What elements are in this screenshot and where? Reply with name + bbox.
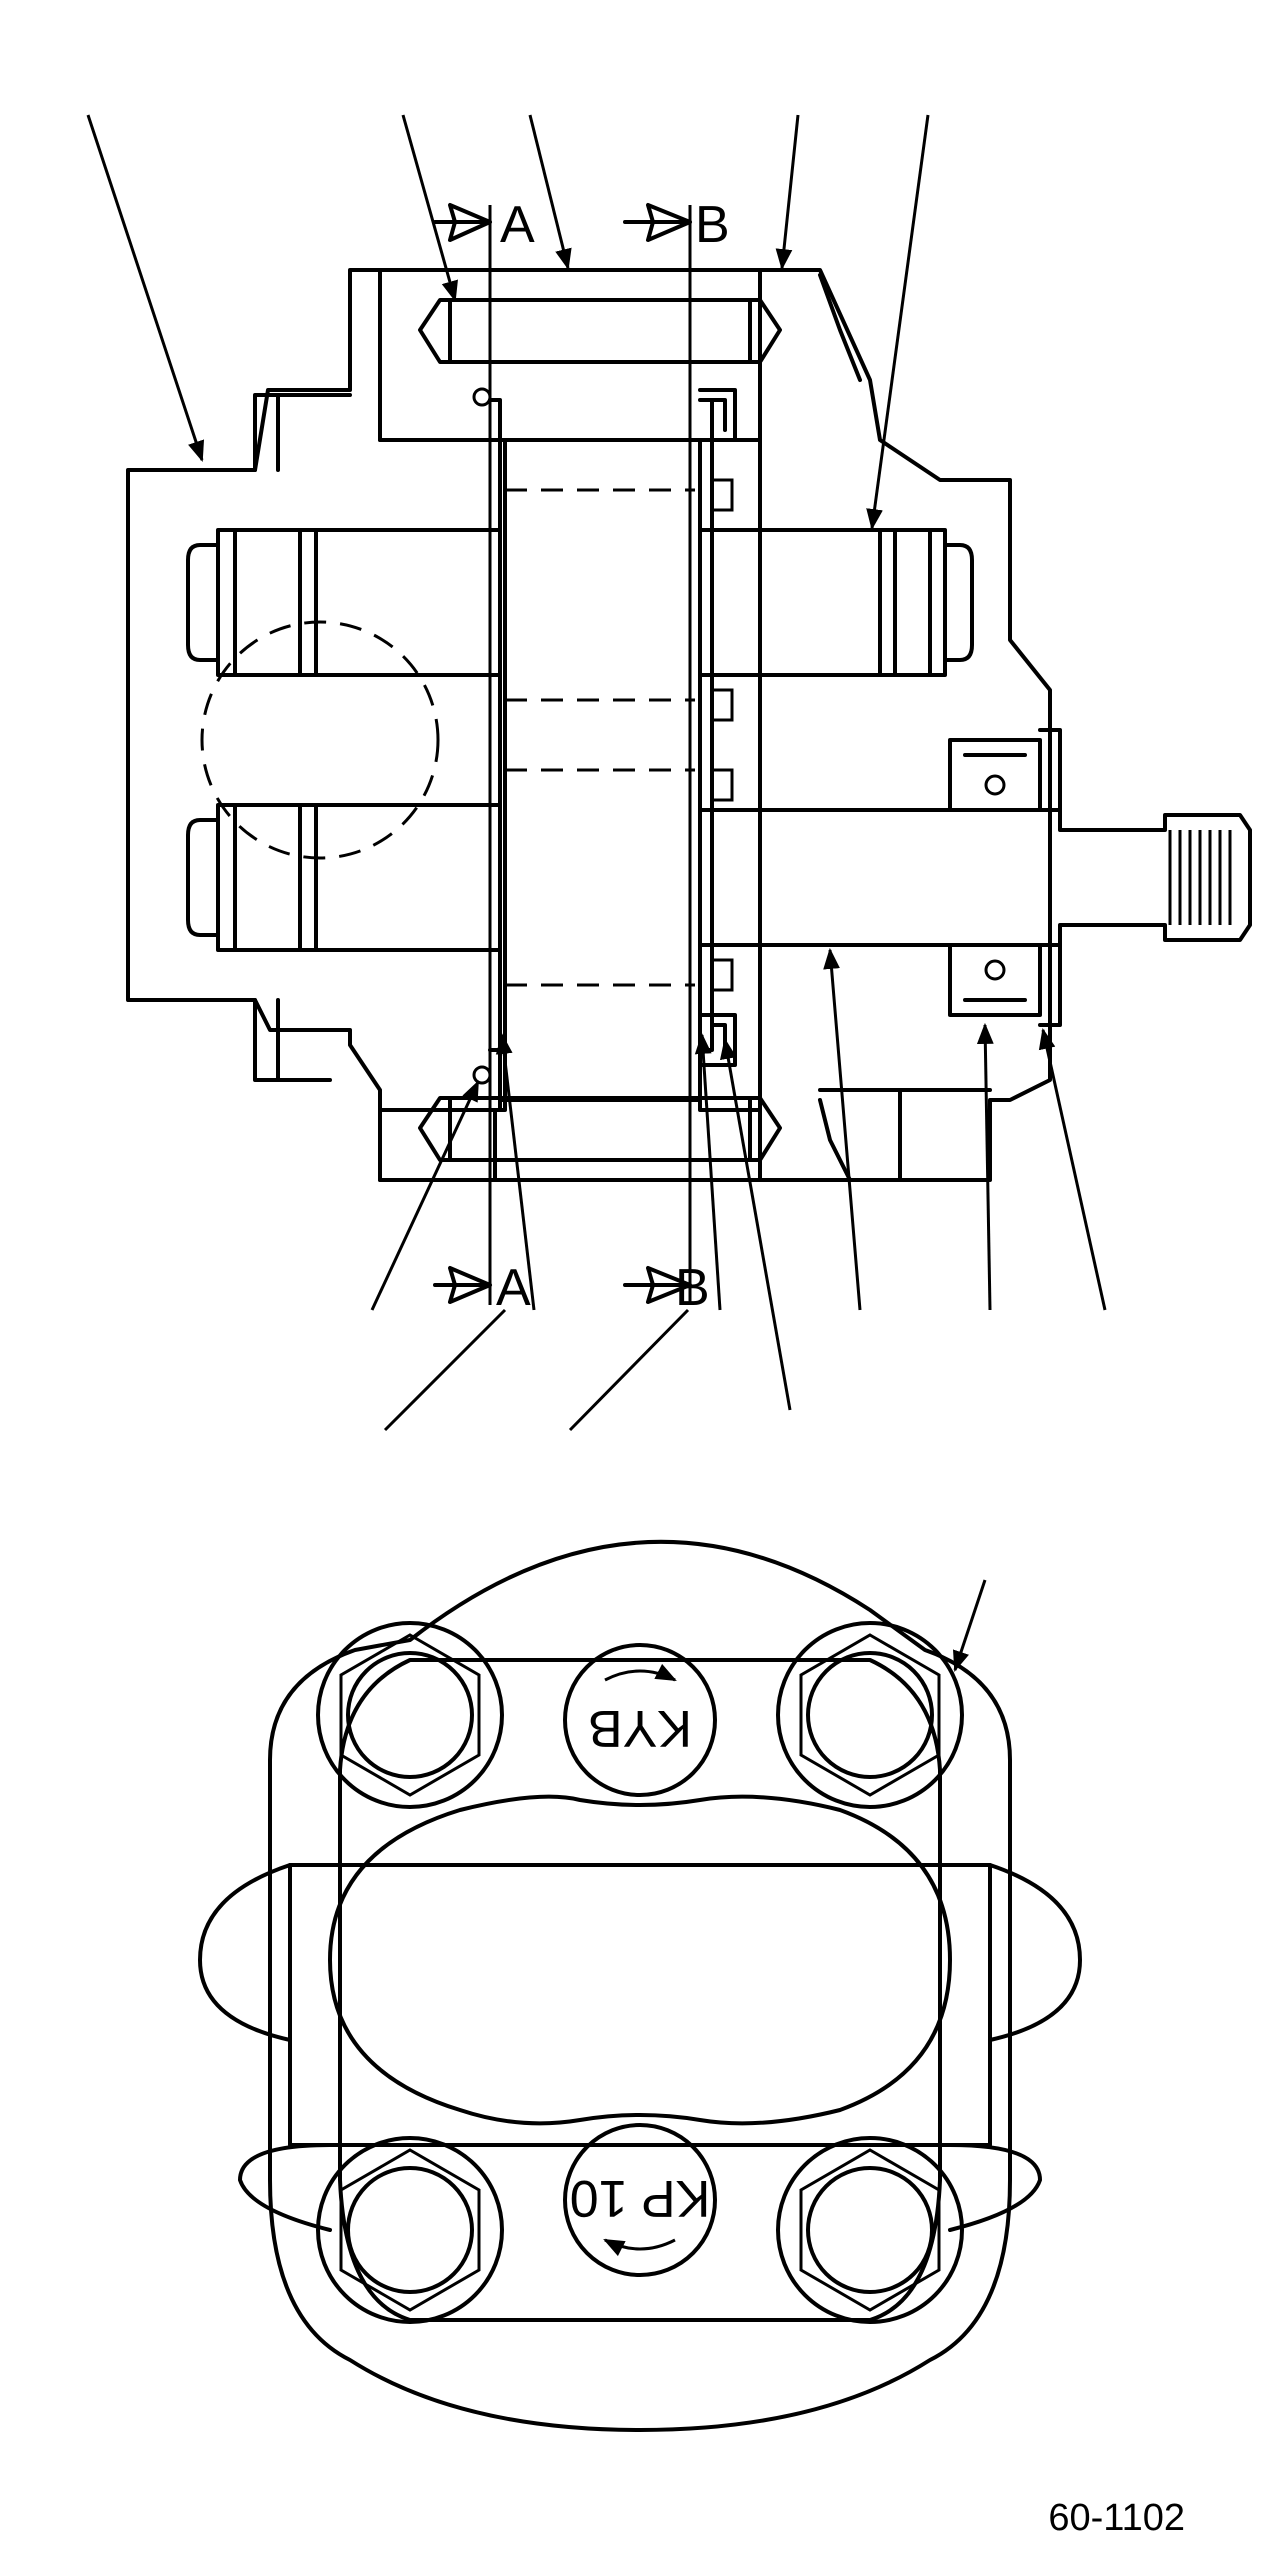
section-arrow-bottom-a xyxy=(433,1266,492,1304)
pump-section-view: A B A B xyxy=(126,196,1252,1317)
section-label-bottom-a: A xyxy=(496,1259,531,1317)
bolt-bottom-left xyxy=(316,2136,504,2324)
leader-3 xyxy=(528,114,572,271)
upper-left-bushing xyxy=(216,528,502,677)
upper-right-bushing xyxy=(698,528,947,677)
leader-9 xyxy=(719,1037,792,1411)
front-cover-step xyxy=(818,273,992,1182)
leader-4 xyxy=(775,114,800,271)
leader-10 xyxy=(823,947,862,1311)
o-ring-top xyxy=(472,387,492,407)
leader-lines xyxy=(86,114,1107,1672)
leader-2 xyxy=(401,114,458,303)
drive-shaft xyxy=(698,808,1252,947)
bolt-top-left xyxy=(316,1621,504,1809)
bolt-top-right xyxy=(776,1621,964,1809)
seal-spring-top xyxy=(984,774,1006,796)
leader-8 xyxy=(694,1032,722,1311)
shaft-spline xyxy=(1168,830,1232,925)
leader-14 xyxy=(568,1308,690,1432)
end-view-outer-body xyxy=(268,1539,1012,2432)
plate-tab-2 xyxy=(710,688,734,722)
leader-13 xyxy=(383,1308,507,1432)
plate-tab-4 xyxy=(710,958,734,992)
oil-seal-top xyxy=(948,728,1062,812)
lower-left-bushing xyxy=(216,803,502,952)
seal-spring-bottom xyxy=(984,959,1006,981)
plate-tab-1 xyxy=(710,478,734,512)
section-arrow-top-a xyxy=(433,203,492,242)
figure-reference-number: 60-1102 xyxy=(1048,2497,1185,2539)
leader-1 xyxy=(86,114,205,462)
rear-cover-boss-top xyxy=(253,393,352,472)
section-label-bottom-b: B xyxy=(675,1259,710,1317)
upper-rotation-arrow-icon xyxy=(604,1663,677,1682)
front-cover-outline xyxy=(758,268,1052,1182)
top-dowel-pin xyxy=(418,298,782,364)
section-arrow-bottom-b xyxy=(623,1266,692,1304)
section-label-top-a: A xyxy=(500,196,535,254)
end-view-right-lug xyxy=(988,1863,1082,2042)
end-view-left-lug xyxy=(198,1863,292,2042)
leader-12 xyxy=(1038,1027,1107,1311)
end-view-center-block xyxy=(288,1863,992,2147)
leader-7 xyxy=(495,1032,536,1311)
plate-seal-top xyxy=(698,388,737,442)
lower-left-shaft-end xyxy=(186,818,220,937)
pump-end-view: KYB KP 10 xyxy=(198,1539,1082,2432)
leader-11 xyxy=(976,1022,994,1311)
upper-stamp-circle xyxy=(563,1643,717,1797)
plate-tab-3 xyxy=(710,768,734,802)
upper-right-shaft-end xyxy=(943,543,974,662)
plate-seal-bottom xyxy=(698,1013,737,1067)
o-ring-bottom xyxy=(472,1065,492,1085)
end-view-lower-left-lug xyxy=(238,2143,332,2232)
leader-5 xyxy=(866,114,930,531)
rear-cover-boss-bottom xyxy=(253,998,332,1082)
oil-seal-bottom xyxy=(948,943,1062,1027)
upper-left-shaft-end xyxy=(186,543,220,662)
lower-rotation-arrow-icon xyxy=(603,2238,676,2257)
lower-stamp-circle xyxy=(563,2123,717,2277)
bolt-bottom-right xyxy=(776,2136,964,2324)
lower-stamp-text: KP 10 xyxy=(570,2169,711,2227)
section-label-top-b: B xyxy=(695,196,730,254)
hidden-port-circle xyxy=(200,620,440,860)
bottom-dowel-pin xyxy=(418,1096,782,1162)
section-arrow-top-b xyxy=(623,203,692,242)
leader-15 xyxy=(953,1579,987,1672)
side-plate-left xyxy=(488,398,502,1052)
end-view-lower-right-lug xyxy=(948,2143,1042,2232)
gear-bore-outline xyxy=(328,1794,952,2126)
upper-stamp-text: KYB xyxy=(588,1699,692,1757)
leader-6 xyxy=(370,1080,480,1311)
